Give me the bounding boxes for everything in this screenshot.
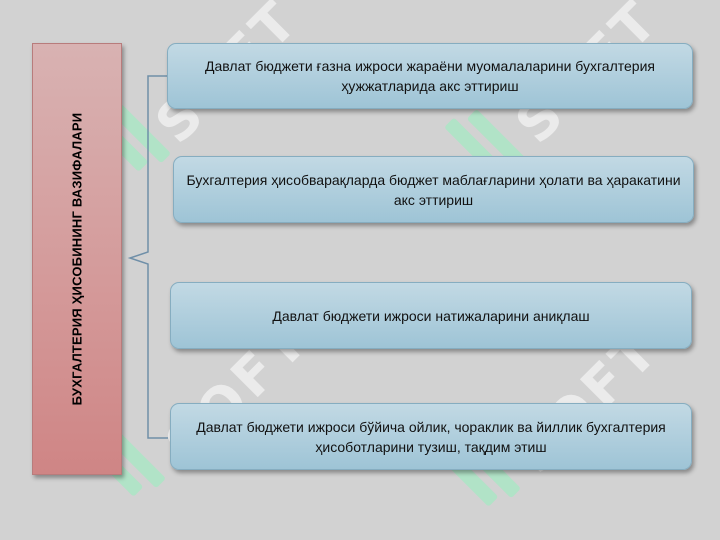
main-category-title: БУХГАЛТЕРИЯ ҲИСОБИНИНГ ВАЗИФАЛАРИ (69, 112, 85, 406)
task-box-2: Бухгалтерия ҳисобварақларда бюджет мабла… (173, 156, 694, 223)
task-box-1: Давлат бюджети ғазна ижроси жараёни муом… (167, 43, 693, 109)
task-box-4: Давлат бюджети ижроси бўйича ойлик, чора… (170, 403, 692, 470)
task-box-3: Давлат бюджети ижроси натижаларини аниқл… (170, 282, 692, 349)
main-category-bar: БУХГАЛТЕРИЯ ҲИСОБИНИНГ ВАЗИФАЛАРИ (32, 43, 122, 475)
